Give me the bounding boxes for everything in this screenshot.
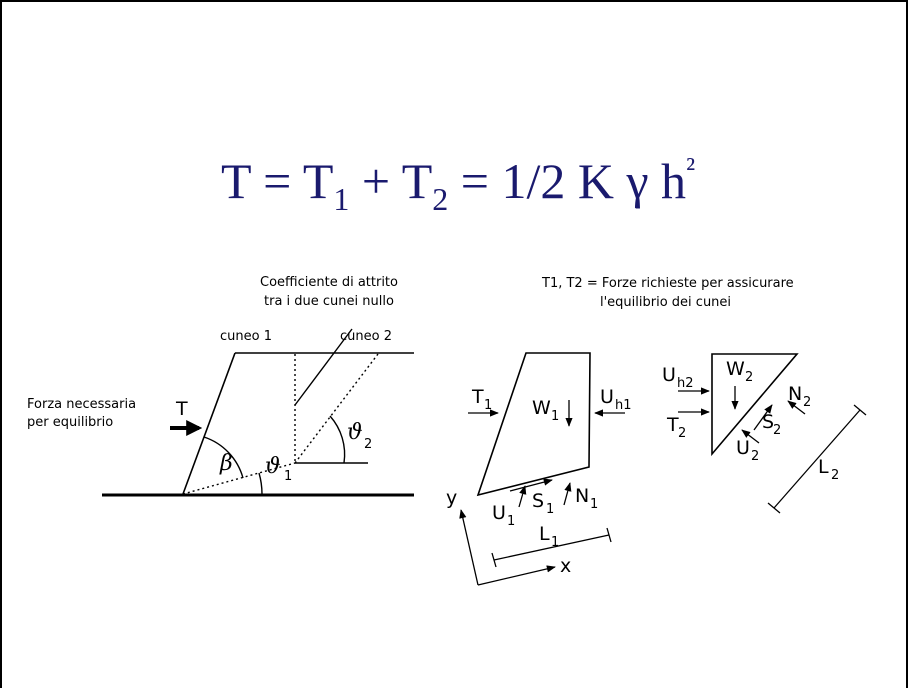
formula-title: T = T1 + T2 = 1/2 K γ h² bbox=[2, 152, 912, 215]
label-u2-sub: 2 bbox=[751, 449, 759, 464]
label-s2-sub: 2 bbox=[773, 423, 781, 438]
failure-plane-1 bbox=[182, 462, 296, 495]
label-w1-sub: 1 bbox=[551, 409, 559, 424]
axis-y-label: y bbox=[446, 487, 457, 509]
wedge1-outline bbox=[476, 352, 591, 497]
label-l2: L bbox=[818, 456, 829, 478]
label-n1-sub: 1 bbox=[590, 497, 598, 512]
force-t-symbol: T bbox=[175, 398, 188, 420]
label-uh2: U bbox=[662, 364, 676, 386]
angle-theta1-label: ϑ bbox=[265, 454, 281, 479]
label-l2-sub: 2 bbox=[831, 468, 839, 483]
label-w2-sub: 2 bbox=[745, 370, 753, 385]
label-cuneo-2: cuneo 2 bbox=[340, 329, 392, 344]
dimension-l2-tick-a bbox=[767, 502, 781, 514]
label-u2: U bbox=[736, 437, 750, 459]
axis-x-label: x bbox=[560, 555, 571, 577]
label-uh1: U bbox=[600, 386, 614, 408]
label-u1-sub: 1 bbox=[507, 514, 515, 529]
label-n2: N bbox=[788, 383, 802, 405]
angle-beta-label: β bbox=[219, 451, 233, 476]
left-diagram bbox=[102, 328, 414, 497]
note-forces-line1: T1, T2 = Forze richieste per assicurare bbox=[541, 276, 794, 291]
dimension-l2 bbox=[773, 409, 861, 509]
note-forces-line2: l'equilibrio dei cunei bbox=[600, 295, 731, 310]
label-t1: T bbox=[471, 386, 484, 408]
axis-y-arrow bbox=[459, 509, 479, 586]
label-w1: W bbox=[532, 397, 551, 419]
label-s2: S bbox=[762, 411, 774, 433]
angle-arc-theta2 bbox=[329, 415, 346, 464]
formula-sub-1: 1 bbox=[333, 181, 350, 217]
formula-square: ² bbox=[686, 152, 696, 185]
label-n2-sub: 2 bbox=[803, 395, 811, 410]
formula-plus: + T bbox=[349, 153, 433, 209]
wedge2-body bbox=[678, 353, 867, 514]
angle-arc-theta1 bbox=[258, 472, 263, 495]
arrow-s1 bbox=[509, 478, 553, 492]
label-l1: L bbox=[539, 523, 550, 545]
arrow-n2 bbox=[787, 400, 806, 415]
label-s1: S bbox=[532, 490, 544, 512]
label-n1: N bbox=[575, 485, 589, 507]
arrow-s2 bbox=[753, 404, 773, 431]
force-label-line2: per equilibrio bbox=[27, 415, 113, 430]
dimension-l1-tick-a bbox=[491, 552, 497, 568]
label-t1-sub: 1 bbox=[484, 398, 492, 413]
dimension-l1 bbox=[493, 534, 610, 561]
label-w2: W bbox=[726, 358, 745, 380]
label-uh2-sub: h2 bbox=[677, 376, 694, 391]
wedge1-body bbox=[459, 352, 625, 586]
label-l1-sub: 1 bbox=[551, 535, 559, 550]
label-t2: T bbox=[666, 414, 679, 436]
axis-x-arrow bbox=[477, 565, 556, 586]
wall-face bbox=[182, 352, 236, 495]
angle-theta1-sub: 1 bbox=[284, 469, 292, 484]
formula-t: T = T bbox=[220, 153, 334, 209]
label-u1: U bbox=[492, 502, 506, 524]
note-friction-line2: tra i due cunei nullo bbox=[264, 294, 394, 309]
angle-theta2-sub: 2 bbox=[364, 437, 372, 452]
wedge2-outline bbox=[711, 353, 799, 457]
force-label-line1: Forza necessaria bbox=[27, 397, 136, 412]
dimension-l2-tick-b bbox=[853, 404, 867, 416]
dimension-l1-tick-b bbox=[606, 527, 612, 543]
formula-rest: = 1/2 K γ h bbox=[448, 153, 687, 209]
label-s1-sub: 1 bbox=[546, 502, 554, 517]
note-friction-line1: Coefficiente di attrito bbox=[260, 275, 398, 290]
angle-arc-beta bbox=[203, 436, 244, 479]
angle-theta2-label: ϑ bbox=[347, 420, 363, 445]
label-t2-sub: 2 bbox=[678, 426, 686, 441]
note-leader bbox=[294, 328, 353, 406]
label-cuneo-1: cuneo 1 bbox=[220, 329, 272, 344]
label-uh1-sub: h1 bbox=[615, 398, 632, 413]
formula-sub-2: 2 bbox=[432, 181, 449, 217]
arrow-u2 bbox=[741, 429, 760, 444]
arrow-u1 bbox=[518, 485, 527, 508]
arrow-n1 bbox=[563, 482, 572, 506]
